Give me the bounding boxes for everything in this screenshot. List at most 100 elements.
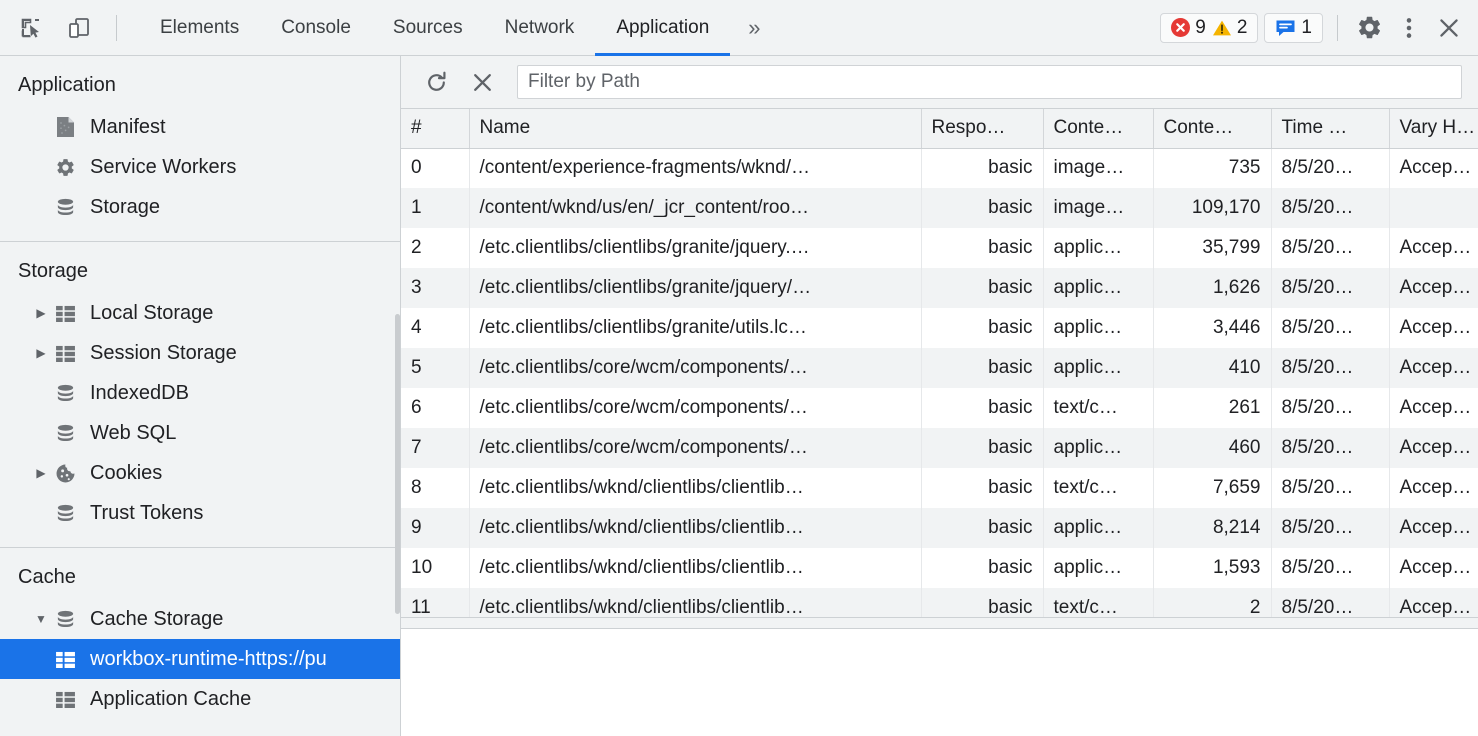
sidebar-item-manifest[interactable]: ▶ Manifest	[0, 107, 400, 147]
tab-sources-label: Sources	[392, 16, 463, 38]
sidebar-item-web-sql[interactable]: ▶ Web SQL	[0, 413, 400, 453]
cell-content-length: 1,626	[1153, 268, 1272, 308]
sidebar-item-label: Session Storage	[90, 341, 237, 364]
sidebar-item-indexeddb[interactable]: ▶ IndexedDB	[0, 373, 400, 413]
sidebar-item-cache-storage[interactable]: ▼ Cache Storage	[0, 599, 400, 639]
tab-sources[interactable]: Sources	[372, 0, 484, 55]
column-header-content-length[interactable]: Conte…	[1153, 109, 1272, 149]
cell-content-length: 8,214	[1153, 508, 1272, 548]
messages-counter-group[interactable]: 1	[1264, 12, 1323, 43]
database-icon	[52, 503, 78, 524]
cell-vary-header: Accep…	[1389, 588, 1478, 617]
chevron-right-icon[interactable]: ▶	[36, 306, 46, 320]
close-icon[interactable]	[1432, 11, 1466, 45]
table-row[interactable]: 4 /etc.clientlibs/clientlibs/granite/uti…	[401, 308, 1478, 348]
cell-content-length: 735	[1153, 148, 1272, 188]
sidebar-item-workbox-runtime-cache[interactable]: workbox-runtime-https://pu	[0, 639, 400, 679]
sidebar-item-storage[interactable]: ▶ Storage	[0, 187, 400, 227]
cache-preview-pane	[401, 629, 1478, 736]
gear-icon[interactable]	[1352, 11, 1386, 45]
table-row[interactable]: 3 /etc.clientlibs/clientlibs/granite/jqu…	[401, 268, 1478, 308]
table-row[interactable]: 11 /etc.clientlibs/wknd/clientlibs/clien…	[401, 588, 1478, 617]
cell-response-type: basic	[921, 548, 1044, 588]
column-header-content-type[interactable]: Conte…	[1043, 109, 1154, 149]
table-row[interactable]: 0 /content/experience-fragments/wknd/… b…	[401, 148, 1478, 188]
table-row[interactable]: 1 /content/wknd/us/en/_jcr_content/roo… …	[401, 188, 1478, 228]
tab-console[interactable]: Console	[260, 0, 372, 55]
sidebar-section-cache: Cache ▼ Cache Storage	[0, 548, 400, 733]
cell-name: /etc.clientlibs/core/wcm/components/…	[469, 428, 922, 468]
table-row[interactable]: 5 /etc.clientlibs/core/wcm/components/… …	[401, 348, 1478, 388]
cell-vary-header: Accep…	[1389, 348, 1478, 388]
cell-content-type: applic…	[1043, 428, 1154, 468]
sidebar-item-trust-tokens[interactable]: ▶ Trust Tokens	[0, 493, 400, 533]
tab-application[interactable]: Application	[595, 0, 731, 56]
error-badge[interactable]: 9	[1171, 17, 1206, 39]
issues-counter-group[interactable]: 9 2	[1160, 12, 1259, 43]
cell-content-type: applic…	[1043, 228, 1154, 268]
cell-response-type: basic	[921, 588, 1044, 617]
cookie-icon	[52, 463, 78, 484]
application-sidebar: Application ▶ Manifest ▶	[0, 56, 401, 736]
chevron-right-icon[interactable]: ▶	[36, 466, 46, 480]
cache-toolbar	[401, 56, 1478, 109]
cell-content-type: image…	[1043, 188, 1154, 228]
sidebar-item-local-storage[interactable]: ▶ Local Storage	[0, 293, 400, 333]
warning-count: 2	[1236, 16, 1248, 38]
column-header-vary-header[interactable]: Vary H…	[1389, 109, 1478, 149]
tab-application-label: Application	[616, 16, 710, 38]
tab-network[interactable]: Network	[484, 0, 596, 55]
error-count: 9	[1195, 16, 1206, 38]
column-header-index[interactable]: #	[401, 109, 470, 149]
cell-name: /etc.clientlibs/clientlibs/granite/jquer…	[469, 268, 922, 308]
cell-time-cached: 8/5/20…	[1271, 228, 1390, 268]
sidebar-item-session-storage[interactable]: ▶ Session Storage	[0, 333, 400, 373]
delete-selected-icon[interactable]	[463, 63, 501, 101]
tabbar-right-tools: 9 2	[1160, 0, 1478, 55]
filter-by-path-input[interactable]	[517, 65, 1462, 99]
cell-response-type: basic	[921, 348, 1044, 388]
cell-time-cached: 8/5/20…	[1271, 548, 1390, 588]
sidebar-item-label: Application Cache	[90, 687, 252, 710]
manifest-document-icon	[52, 116, 78, 138]
sidebar-scrollbar[interactable]	[395, 314, 400, 614]
more-tabs-icon[interactable]: »	[730, 0, 778, 55]
table-row[interactable]: 6 /etc.clientlibs/core/wcm/components/… …	[401, 388, 1478, 428]
chevron-down-icon[interactable]: ▼	[35, 612, 47, 626]
cell-content-type: applic…	[1043, 348, 1154, 388]
table-row[interactable]: 9 /etc.clientlibs/wknd/clientlibs/client…	[401, 508, 1478, 548]
cell-content-type: text/c…	[1043, 588, 1154, 617]
cell-name: /etc.clientlibs/wknd/clientlibs/clientli…	[469, 468, 922, 508]
horizontal-splitter[interactable]	[401, 618, 1478, 629]
sidebar-item-cookies[interactable]: ▶ Cookies	[0, 453, 400, 493]
tab-elements[interactable]: Elements	[139, 0, 260, 55]
cell-response-type: basic	[921, 188, 1044, 228]
column-header-response-type[interactable]: Respo…	[921, 109, 1044, 149]
tab-console-label: Console	[281, 16, 351, 38]
column-header-time-cached[interactable]: Time …	[1271, 109, 1390, 149]
device-toolbar-icon[interactable]	[62, 11, 96, 45]
cache-entries-grid[interactable]: # Name Respo… Conte… Conte… Time … Vary …	[401, 109, 1478, 618]
message-badge[interactable]: 1	[1275, 17, 1312, 39]
cell-content-length: 35,799	[1153, 228, 1272, 268]
three-dots-vertical-icon[interactable]	[1392, 11, 1426, 45]
cell-content-type: applic…	[1043, 548, 1154, 588]
table-row[interactable]: 10 /etc.clientlibs/wknd/clientlibs/clien…	[401, 548, 1478, 588]
cell-content-length: 109,170	[1153, 188, 1272, 228]
sidebar-item-label: IndexedDB	[90, 381, 189, 404]
warning-badge[interactable]: 2	[1212, 16, 1248, 39]
cell-name: /etc.clientlibs/core/wcm/components/…	[469, 348, 922, 388]
table-row[interactable]: 2 /etc.clientlibs/clientlibs/granite/jqu…	[401, 228, 1478, 268]
column-header-name[interactable]: Name	[469, 109, 922, 149]
chevron-right-icon[interactable]: ▶	[36, 346, 46, 360]
refresh-icon[interactable]	[417, 63, 455, 101]
sidebar-item-label: Cookies	[90, 461, 163, 484]
cell-response-type: basic	[921, 428, 1044, 468]
table-row[interactable]: 8 /etc.clientlibs/wknd/clientlibs/client…	[401, 468, 1478, 508]
inspect-element-icon[interactable]	[14, 11, 48, 45]
section-title-storage: Storage	[18, 260, 89, 282]
sidebar-item-service-workers[interactable]: ▶ Service Workers	[0, 147, 400, 187]
sidebar-item-application-cache[interactable]: Application Cache	[0, 679, 400, 719]
table-row[interactable]: 7 /etc.clientlibs/core/wcm/components/… …	[401, 428, 1478, 468]
cache-storage-panel: # Name Respo… Conte… Conte… Time … Vary …	[401, 56, 1478, 736]
